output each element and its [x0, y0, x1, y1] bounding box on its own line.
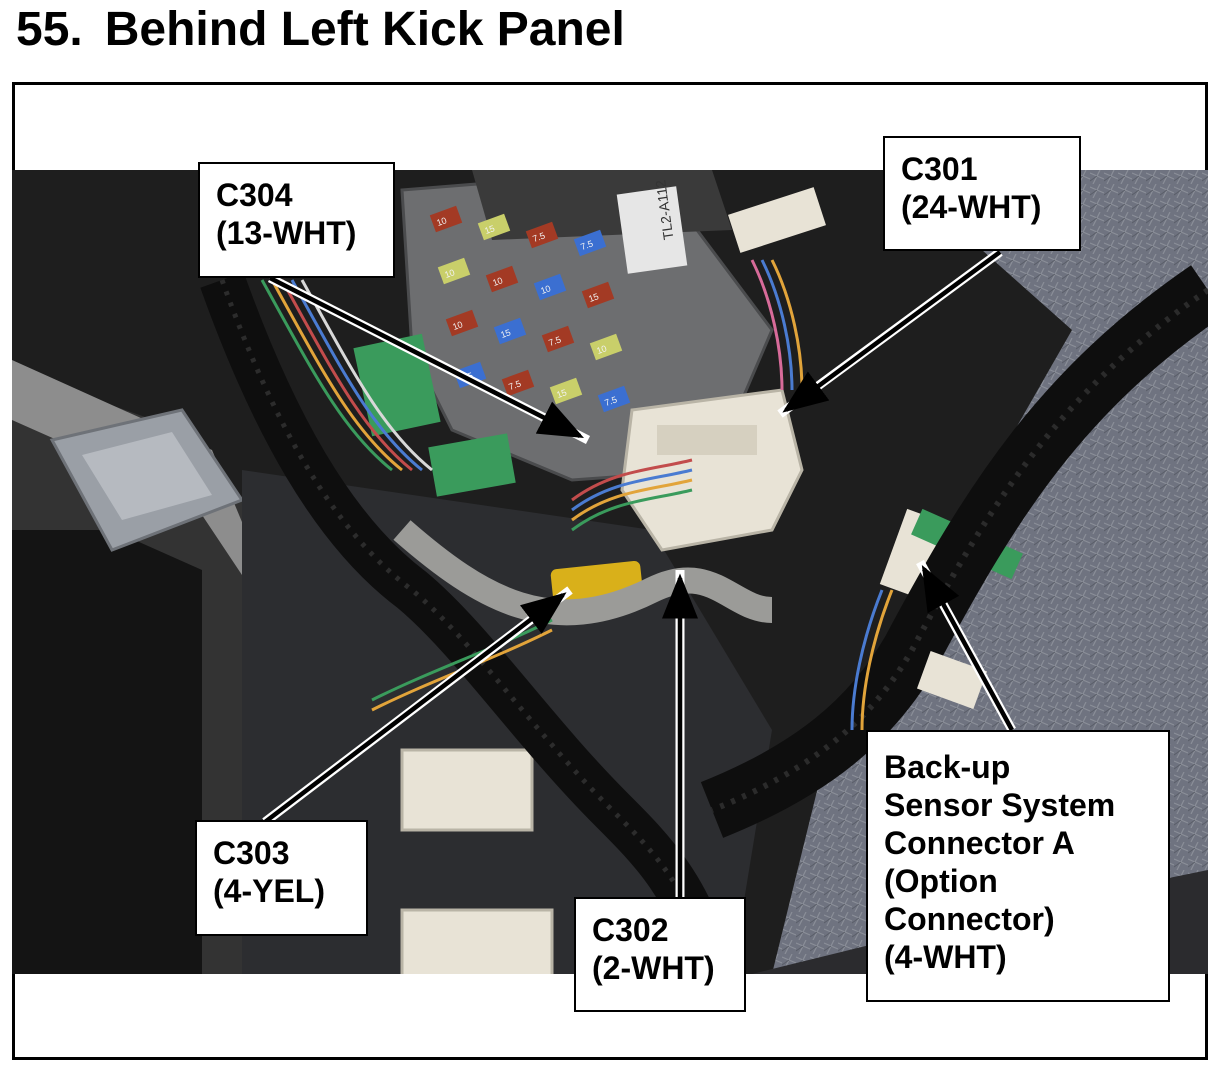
obd-connector: [49, 408, 245, 552]
callout-backup-line-1: Back-up: [884, 749, 1011, 785]
fuse-label: 7.5: [531, 230, 546, 244]
fuse-label: 10: [491, 275, 504, 288]
fuse-label: 7.5: [579, 238, 594, 252]
fuse: [589, 333, 623, 361]
fuse-label: 7.5: [547, 334, 562, 348]
fuse: [525, 221, 559, 249]
fuse-label: 15: [555, 387, 568, 400]
callout-backup-sensor: Back-up Sensor System Connector A (Optio…: [866, 730, 1170, 1002]
fuse: [549, 377, 583, 405]
callout-c303-id: C303: [213, 835, 290, 871]
cable-tie-clip: [916, 650, 988, 710]
callout-c303-spec: (4-YEL): [213, 873, 325, 909]
fuse-label: 10: [595, 343, 608, 356]
green-connector-lower: [428, 433, 516, 497]
callout-c301-id: C301: [901, 151, 978, 187]
page-title-text: Behind Left Kick Panel: [104, 3, 625, 56]
fuse: [581, 281, 615, 309]
fuse-label: 10: [435, 215, 448, 228]
fuse-label: 7.5: [603, 394, 618, 408]
fuse-label: 7.5: [507, 378, 522, 392]
fuse: [485, 265, 519, 293]
fuse-label: 10: [451, 319, 464, 332]
fuse-label: 15: [587, 291, 600, 304]
arrow-c303: [262, 586, 573, 826]
fuse: [533, 273, 567, 301]
fuse: [477, 213, 511, 241]
page-number: 55.: [16, 3, 83, 56]
arrow-backup: [916, 559, 1016, 733]
callout-c304-id: C304: [216, 177, 293, 213]
fuse: [541, 325, 575, 353]
fuse: [437, 257, 471, 285]
fuse: [573, 229, 607, 257]
callout-backup-line-4: (Option: [884, 863, 998, 899]
fuse: [493, 317, 527, 345]
callout-c304: C304 (13-WHT): [198, 162, 395, 278]
fuse-label: 10: [443, 267, 456, 280]
left-cavity: [12, 530, 202, 974]
fuse: [597, 385, 631, 413]
white-connector-lower-1: [400, 748, 534, 832]
fuse: [429, 205, 463, 233]
page-title: 55. Behind Left Kick Panel: [16, 0, 625, 60]
white-connector-lower-2: [400, 908, 554, 974]
callout-backup-line-5: Connector): [884, 901, 1055, 937]
arrow-c304: [267, 273, 591, 445]
fuse: [445, 309, 479, 337]
taped-harness: [393, 520, 774, 626]
green-connector-upper: [353, 333, 441, 437]
callout-c304-spec: (13-WHT): [216, 215, 357, 251]
callout-backup-line-2: Sensor System: [884, 787, 1116, 823]
fuse: [501, 369, 535, 397]
callout-c302-id: C302: [592, 912, 669, 948]
callout-c301-spec: (24-WHT): [901, 189, 1042, 225]
callout-c302: C302 (2-WHT): [574, 897, 746, 1012]
wire-bundles: [260, 259, 894, 731]
callout-c301: C301 (24-WHT): [883, 136, 1081, 251]
callout-c302-spec: (2-WHT): [592, 950, 715, 986]
fuse-label: 15: [499, 327, 512, 340]
white-connector-c301: [728, 187, 826, 253]
callout-c303: C303 (4-YEL): [195, 820, 368, 936]
fuse-label: 10: [539, 283, 552, 296]
arrow-c301: [777, 248, 1003, 418]
callout-backup-line-3: Connector A: [884, 825, 1075, 861]
callout-backup-line-6: (4-WHT): [884, 939, 1007, 975]
fuse-label: 15: [483, 223, 496, 236]
